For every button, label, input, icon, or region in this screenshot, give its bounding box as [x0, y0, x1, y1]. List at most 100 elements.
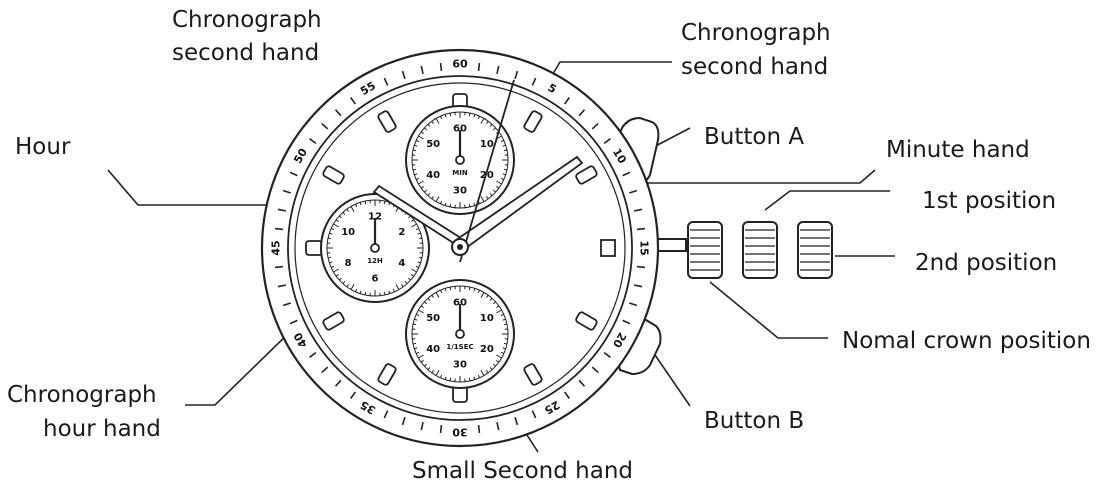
subdial-tick	[417, 261, 421, 264]
subdial-tick	[431, 196, 434, 200]
label-first-position: 1st position	[922, 188, 1056, 214]
subdial-tick	[486, 370, 489, 374]
subdial-tick	[423, 127, 427, 131]
subdial-tick	[395, 284, 400, 290]
subdial-tick	[503, 342, 508, 345]
subdial-tick	[418, 354, 424, 359]
subdial-tick	[333, 268, 339, 273]
subdial-tick	[496, 309, 502, 314]
subdial-tick	[502, 318, 506, 321]
subdial-tick	[435, 292, 440, 298]
subdial-tick	[417, 232, 421, 235]
subdial-tick	[364, 291, 367, 296]
subdial-tick	[493, 189, 497, 193]
label-chrono-second-right-2: second hand	[681, 54, 828, 80]
subdial-tick	[338, 277, 342, 281]
subdial-tick	[435, 118, 440, 124]
bezel-tick	[531, 77, 537, 86]
bezel-tick	[578, 379, 586, 387]
subdial-tick	[500, 351, 505, 354]
subdial-tick	[480, 370, 485, 376]
bezel-number: 60	[452, 58, 468, 71]
subdial-tick	[496, 360, 500, 363]
bezel-tick	[309, 138, 317, 145]
subdial-tick	[480, 292, 485, 298]
subdial-number: 8	[345, 258, 352, 269]
bezel-tick	[334, 109, 342, 117]
label-normal-crown: Nomal crown position	[842, 328, 1091, 354]
bezel-tick	[633, 208, 643, 212]
bezel-number: 45	[270, 240, 283, 255]
subdial-number: 60	[453, 124, 467, 135]
subdial-tick	[502, 173, 506, 176]
label-chrono-second-left-2: second hand	[172, 40, 319, 66]
subdial-tick	[412, 342, 417, 345]
hour-marker	[305, 240, 323, 256]
subdial-tick	[503, 323, 508, 326]
crown-body	[797, 221, 833, 279]
bezel-tick	[289, 171, 298, 177]
subdial-tick	[346, 284, 349, 288]
labels: Chronograph second hand Chronograph seco…	[7, 7, 1091, 484]
bezel-tick	[350, 391, 357, 399]
subdial-tick	[330, 265, 335, 268]
crown-2	[742, 221, 778, 279]
subdial-tick	[418, 237, 423, 240]
bezel-tick	[514, 70, 519, 79]
subdial-tick	[335, 274, 339, 277]
subdial-number: 12	[368, 212, 382, 223]
subdial-tick	[503, 149, 508, 152]
subdial-tick	[489, 367, 493, 371]
subdial-tick	[335, 219, 339, 222]
subdial-tick	[473, 202, 476, 206]
label-chrono-hour-1: Chronograph	[7, 382, 157, 408]
bezel-tick	[401, 417, 406, 426]
hour-marker	[575, 311, 598, 331]
subdial-number: 2	[398, 227, 405, 238]
bezel-tick	[383, 410, 389, 419]
subdial-pinion	[455, 155, 465, 165]
subdial-tick	[418, 135, 424, 140]
subdial-number: 10	[480, 313, 494, 324]
hour-marker	[575, 165, 598, 185]
subdial-tick	[489, 123, 493, 127]
subdial-tick	[500, 314, 505, 317]
leader-button-b	[654, 354, 691, 407]
bezel-tick	[591, 122, 599, 130]
subdial-number: 4	[398, 258, 405, 269]
subdial-tick	[435, 196, 440, 202]
subdial-tick	[435, 370, 440, 376]
bezel-tick	[309, 351, 317, 358]
subdial-number: 30	[453, 186, 467, 197]
subdial-tick	[493, 301, 497, 305]
leader-normal-crown	[709, 281, 828, 339]
subdial-tick	[486, 294, 489, 298]
crown-3	[797, 221, 833, 279]
subdial-tick	[473, 114, 476, 118]
subdial-tick	[415, 265, 420, 268]
bezel-tick	[629, 189, 638, 194]
subdial-tick	[404, 281, 408, 285]
subdial-tick	[420, 360, 424, 363]
subdial-number: 40	[426, 344, 440, 355]
bezel-tick	[477, 424, 481, 434]
subdial-tick	[493, 363, 497, 367]
subdial-tick	[364, 200, 367, 205]
label-button-a: Button A	[704, 124, 804, 150]
subdial-tick	[449, 286, 452, 291]
bezel-tick	[496, 421, 500, 431]
subdial-tick	[329, 232, 333, 235]
subdial-tick	[412, 323, 417, 326]
hour-marker	[322, 165, 345, 185]
subdial-tick	[355, 288, 358, 293]
subdial-tick	[427, 193, 431, 197]
subdial-tick	[346, 208, 349, 212]
subdial-tick	[431, 370, 434, 374]
subdial-tick	[359, 290, 362, 294]
bezel-tick	[277, 284, 287, 288]
bezel-tick	[603, 138, 611, 145]
subdial-tick	[468, 286, 471, 291]
subdial-tick	[415, 177, 420, 180]
subdial-number: 50	[426, 139, 440, 150]
